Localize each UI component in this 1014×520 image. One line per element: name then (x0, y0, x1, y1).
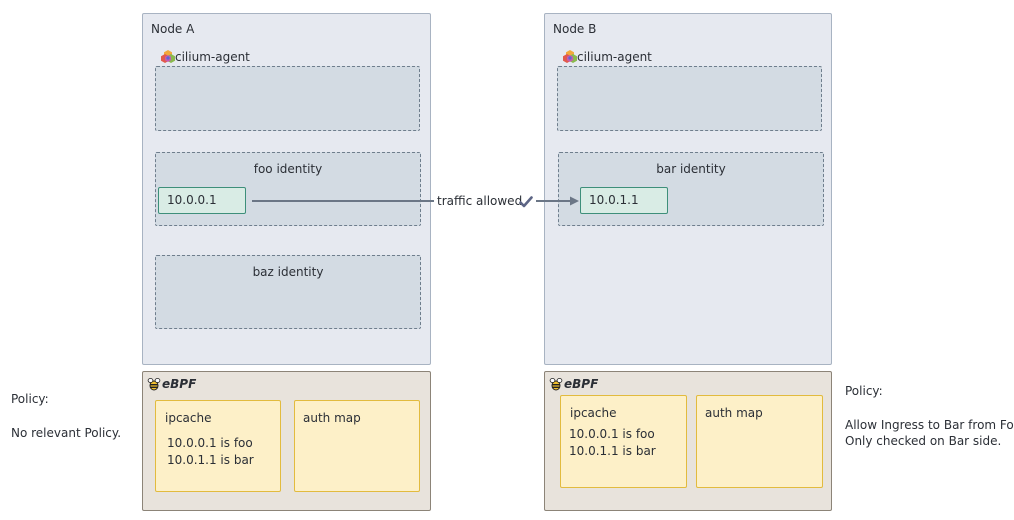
node-a-agent-box (155, 66, 420, 131)
node-b: Node B cilium-agent bar identity 10.0.1.… (544, 13, 832, 365)
foo-identity-label: foo identity (253, 162, 323, 176)
foo-ip-box: 10.0.0.1 (158, 187, 246, 214)
policy-b-line: Only checked on Bar side. (845, 434, 1002, 448)
bee-icon (549, 377, 563, 391)
foo-identity-box: foo identity 10.0.0.1 (155, 152, 421, 226)
policy-b: Policy: Allow Ingress to Bar from Foo On… (845, 383, 1014, 449)
ipcache-title: ipcache (165, 411, 212, 425)
ebpf-a-box: eBPF ipcache 10.0.0.1 is foo 10.0.1.1 is… (142, 371, 431, 511)
node-b-agent-box (557, 66, 822, 131)
auth-map-title: auth map (705, 406, 763, 420)
ipcache-title: ipcache (570, 406, 617, 420)
node-a-title: Node A (151, 22, 195, 36)
ebpf-b-label: eBPF (564, 377, 599, 391)
ipcache-entry: 10.0.1.1 is bar (569, 444, 656, 458)
node-a-agent-label: cilium-agent (175, 50, 250, 64)
bar-identity-label: bar identity (656, 162, 726, 176)
ebpf-a-ipcache: ipcache 10.0.0.1 is foo 10.0.1.1 is bar (155, 400, 281, 492)
baz-identity-label: baz identity (252, 265, 324, 279)
policy-a-line: No relevant Policy. (11, 426, 122, 440)
bee-icon (147, 377, 161, 391)
bar-identity-box: bar identity 10.0.1.1 (558, 152, 824, 226)
node-b-agent-label: cilium-agent (577, 50, 652, 64)
auth-map-title: auth map (303, 411, 361, 425)
checkmark-icon (519, 195, 533, 209)
traffic-label: traffic allowed (437, 194, 523, 208)
cilium-agent-icon (562, 49, 578, 65)
ipcache-entry: 10.0.0.1 is foo (569, 427, 655, 441)
baz-identity-box: baz identity (155, 255, 421, 329)
bar-ip-box: 10.0.1.1 (580, 187, 668, 214)
ebpf-a-label: eBPF (162, 377, 197, 391)
node-b-title: Node B (553, 22, 597, 36)
policy-a-heading: Policy: (11, 392, 49, 406)
ipcache-entry: 10.0.1.1 is bar (167, 453, 254, 467)
ebpf-b-auth-map: auth map (696, 395, 823, 488)
node-a: Node A cilium-agent foo identity 10.0.0.… (142, 13, 431, 365)
ebpf-b-box: eBPF ipcache 10.0.0.1 is foo 10.0.1.1 is… (544, 371, 832, 511)
ipcache-entry: 10.0.0.1 is foo (167, 436, 253, 450)
ebpf-b-ipcache: ipcache 10.0.0.1 is foo 10.0.1.1 is bar (560, 395, 687, 488)
cilium-agent-icon (160, 49, 176, 65)
policy-b-heading: Policy: (845, 384, 883, 398)
policy-a: Policy: No relevant Policy. (11, 391, 136, 441)
ebpf-a-auth-map: auth map (294, 400, 420, 492)
policy-b-line: Allow Ingress to Bar from Foo (845, 418, 1014, 432)
